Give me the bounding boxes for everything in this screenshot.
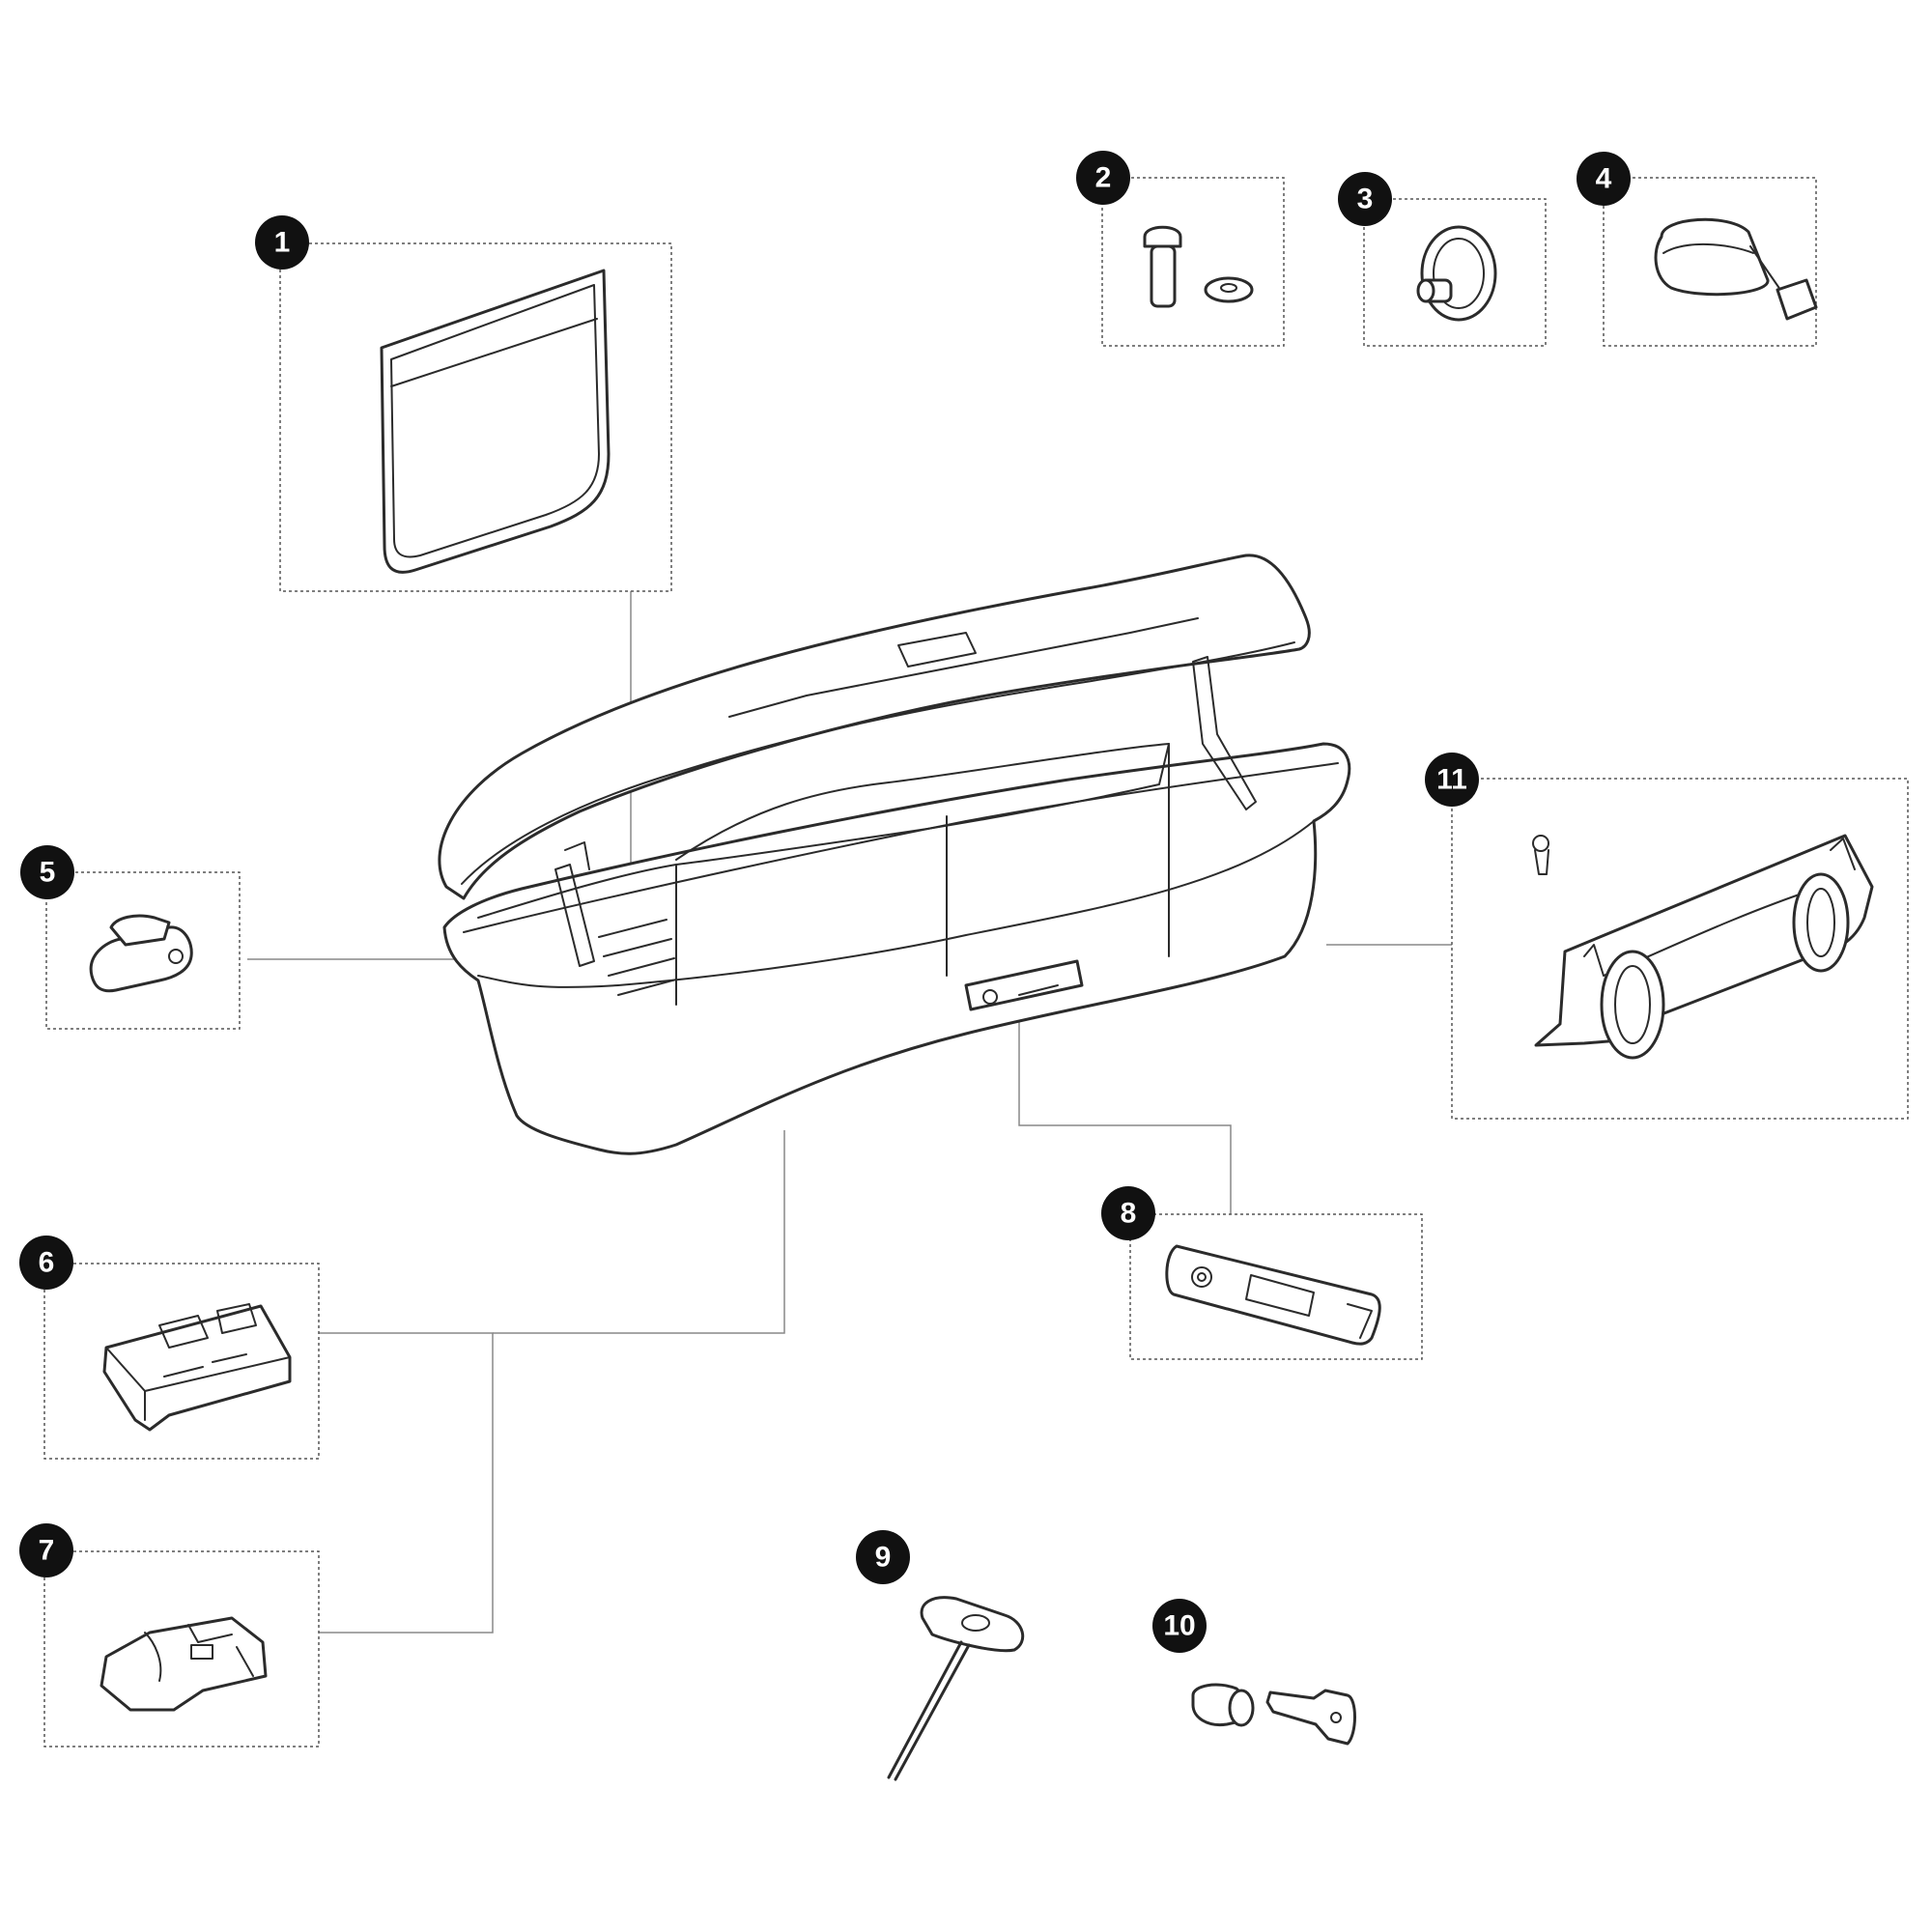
roof-box-illustration bbox=[438, 554, 1351, 1155]
leader-8 bbox=[1018, 985, 1232, 1214]
leader-lines bbox=[247, 591, 1452, 1634]
frame-4 bbox=[1603, 177, 1817, 347]
leader-6-7 bbox=[319, 1332, 494, 1634]
part-8-lock-housing bbox=[1165, 1244, 1381, 1346]
svg-text:1: 1 bbox=[274, 227, 291, 259]
roof-box-lid-handle bbox=[897, 632, 977, 668]
frame-2 bbox=[1101, 177, 1285, 347]
roof-box-interior bbox=[477, 743, 1170, 919]
part-11-end-cap-with-screw bbox=[1532, 834, 1874, 1060]
frame-7 bbox=[43, 1550, 320, 1747]
frame-11 bbox=[1451, 778, 1909, 1120]
callout-badge-10: 10 bbox=[1152, 1599, 1207, 1653]
part-2-bolt-and-washer bbox=[1143, 225, 1254, 308]
svg-text:11: 11 bbox=[1436, 764, 1467, 796]
roof-box-base-lower-rim bbox=[477, 820, 1315, 988]
callout-badge-11: 11 bbox=[1425, 753, 1479, 807]
frame-8 bbox=[1129, 1213, 1423, 1360]
svg-text:7: 7 bbox=[39, 1535, 55, 1567]
frame-5 bbox=[45, 871, 241, 1030]
svg-text:2: 2 bbox=[1095, 162, 1112, 194]
roof-box-lock-slot bbox=[1018, 984, 1059, 996]
roof-box-lock-cylinder bbox=[982, 989, 998, 1005]
callout-badge-2: 2 bbox=[1076, 151, 1130, 205]
roof-box-floor-hatch bbox=[598, 919, 677, 996]
roof-box-front-lock bbox=[964, 959, 1084, 1011]
callout-badge-7: 7 bbox=[19, 1523, 73, 1577]
svg-text:3: 3 bbox=[1357, 184, 1374, 215]
callout-badge-6: 6 bbox=[19, 1236, 73, 1290]
part-9-t-handle-hex-key bbox=[887, 1596, 1025, 1781]
frame-3 bbox=[1363, 198, 1547, 347]
roof-box-hinge-right bbox=[1192, 656, 1257, 810]
frame-1 bbox=[279, 242, 672, 592]
callout-badge-1: 1 bbox=[255, 215, 309, 270]
part-5-clamp bbox=[89, 914, 193, 993]
roof-box-lid-rim bbox=[461, 641, 1295, 885]
callout-badge-8: 8 bbox=[1101, 1186, 1155, 1240]
leader-6-7-trunk bbox=[493, 1130, 785, 1334]
part-10-lock-cylinder-and-key bbox=[1191, 1683, 1356, 1746]
roof-box-hinge-left bbox=[554, 841, 595, 967]
roof-box-interior-wall bbox=[675, 743, 1170, 1006]
svg-text:10: 10 bbox=[1163, 1610, 1195, 1642]
part-3-suction-cap bbox=[1416, 225, 1497, 322]
svg-text:4: 4 bbox=[1596, 163, 1612, 195]
part-6-mounting-foot bbox=[102, 1303, 292, 1432]
part-4-strap-with-buckle bbox=[1654, 217, 1818, 321]
svg-text:5: 5 bbox=[40, 857, 56, 889]
svg-text:6: 6 bbox=[39, 1247, 55, 1279]
callout-badge-4: 4 bbox=[1577, 152, 1631, 206]
callout-badge-3: 3 bbox=[1338, 172, 1392, 226]
frame-6 bbox=[43, 1263, 320, 1460]
svg-text:8: 8 bbox=[1121, 1198, 1137, 1230]
callout-badges: 1 2 3 4 5 6 7 8 9 10 11 bbox=[19, 151, 1631, 1653]
svg-text:9: 9 bbox=[875, 1542, 892, 1574]
roof-box-lid-panel bbox=[728, 617, 1199, 718]
callout-badge-9: 9 bbox=[856, 1530, 910, 1584]
part-1-storage-pocket bbox=[380, 269, 611, 574]
part-7-mounting-foot bbox=[99, 1616, 268, 1712]
callout-badge-5: 5 bbox=[20, 845, 74, 899]
part-frames bbox=[43, 177, 1909, 1747]
